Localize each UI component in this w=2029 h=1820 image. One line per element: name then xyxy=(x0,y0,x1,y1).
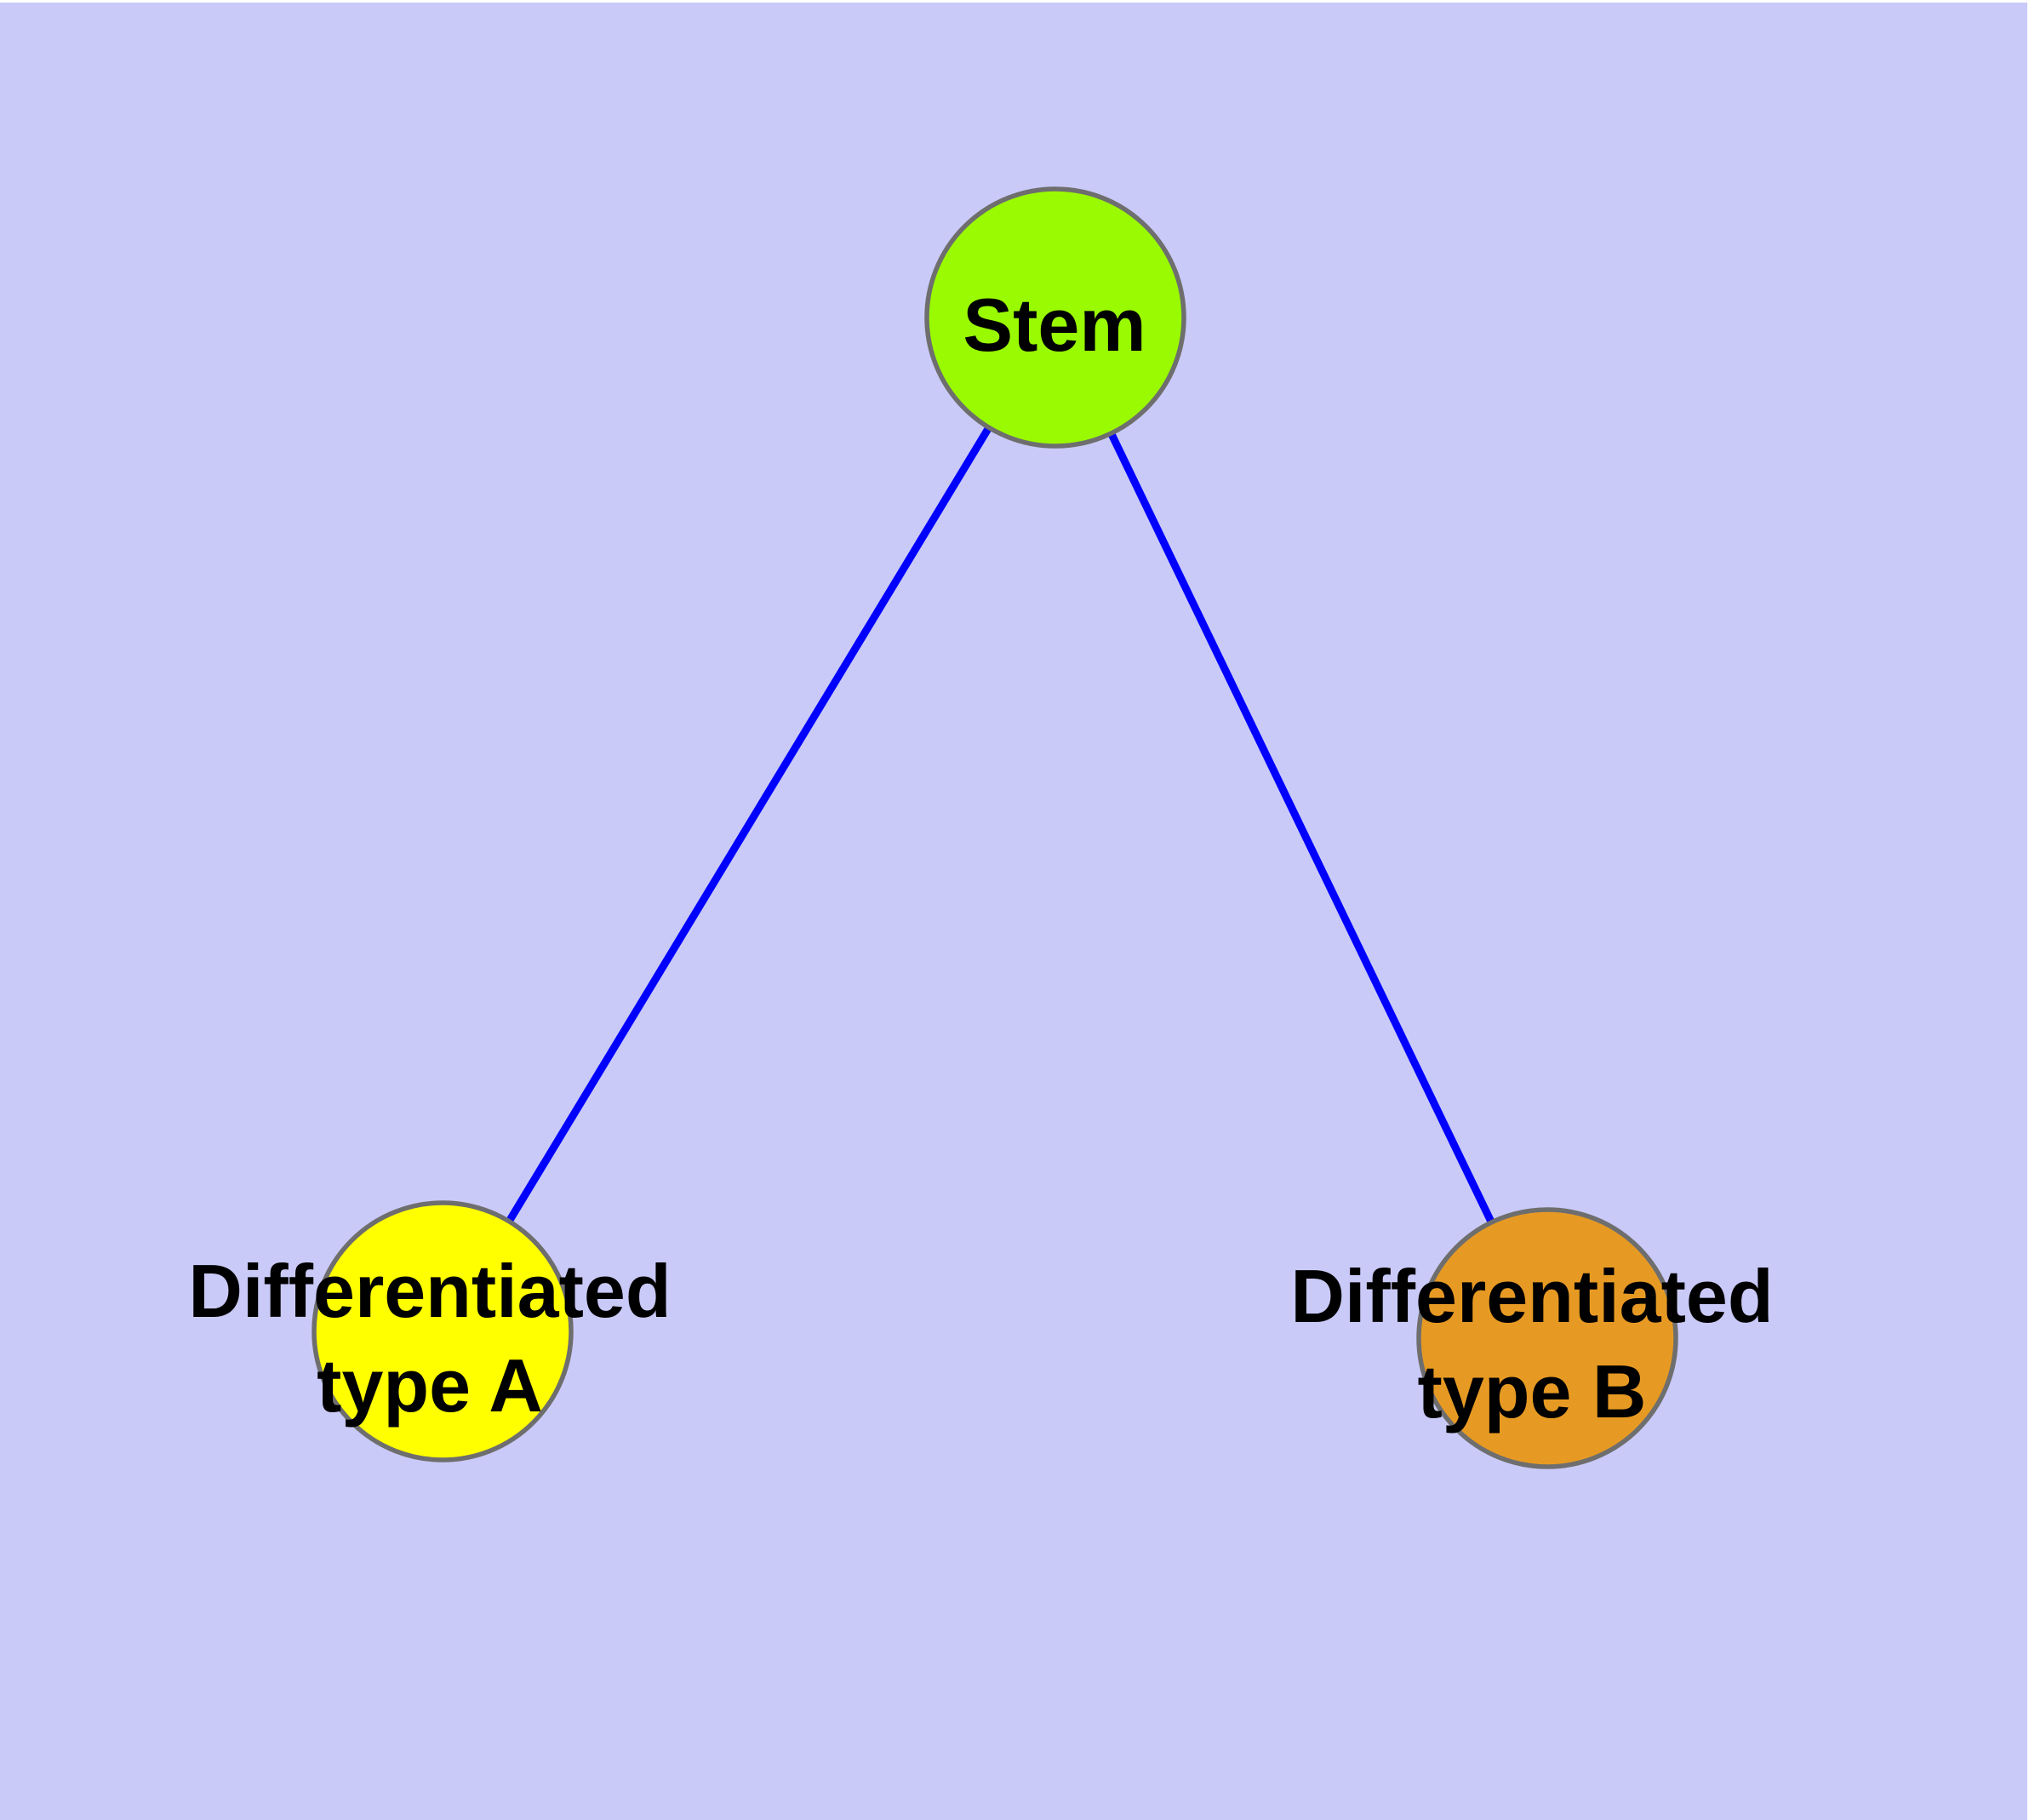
node-type-b-label-line-2: type B xyxy=(1418,1349,1647,1434)
node-differentiated-type-b xyxy=(1416,1207,1678,1469)
node-type-b-label-line-1: Differentiated xyxy=(1290,1254,1773,1338)
node-type-a-label-line-2: type A xyxy=(317,1343,543,1428)
edge-stem-to-type-b xyxy=(1051,316,1552,1340)
edge-stem-to-type-a xyxy=(439,315,1059,1334)
node-stem-label: Stem xyxy=(963,283,1146,367)
node-differentiated-type-a xyxy=(311,1200,574,1462)
node-type-a-label-line-1: Differentiated xyxy=(188,1249,671,1333)
node-stem xyxy=(924,186,1186,449)
